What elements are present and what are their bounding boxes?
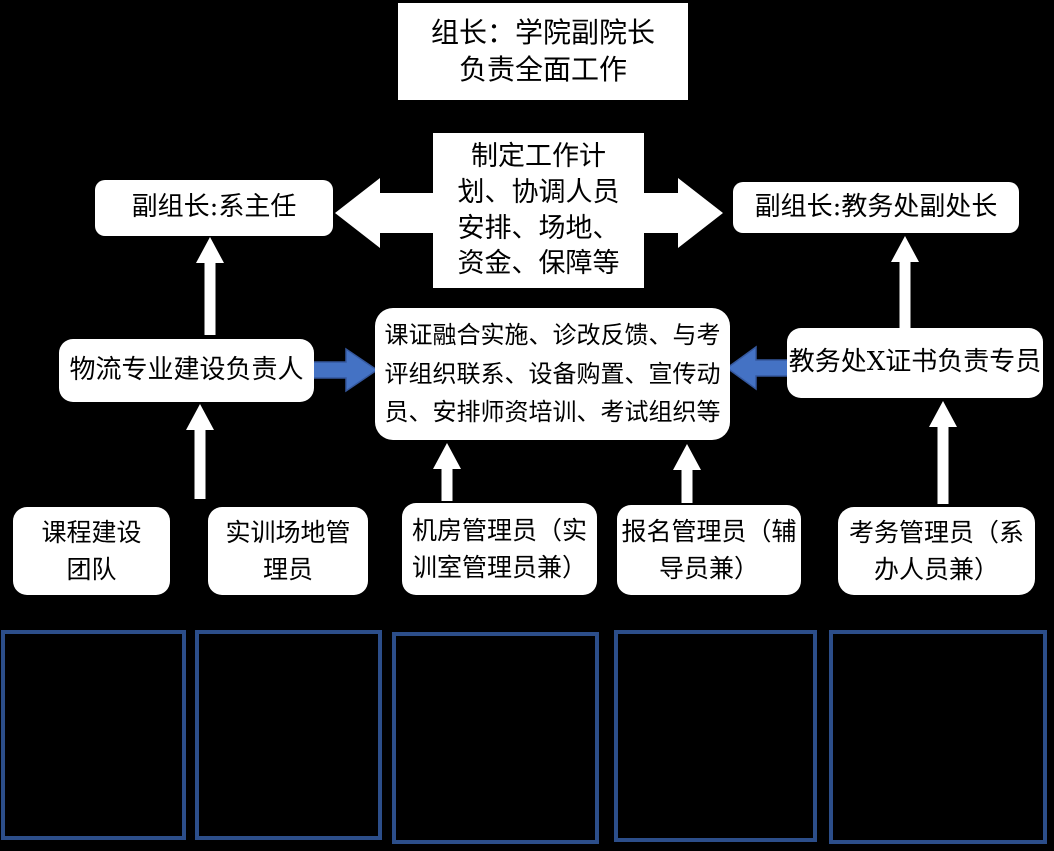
up-arrow-icon: [891, 236, 919, 330]
group-leader-box: 组长：学院副院长 负责全面工作: [398, 3, 688, 100]
exam-manager-box: 考务管理员（系 办人员兼）: [838, 507, 1035, 595]
placeholder-panel-1: [1, 630, 186, 840]
left-arrow-icon: [335, 178, 434, 248]
placeholder-panel-3: [392, 632, 599, 844]
registration-manager-box: 报名管理员（辅 导员兼）: [617, 505, 801, 595]
course-team-box: 课程建设 团队: [13, 507, 170, 595]
logistics-program-lead-box: 物流专业建设负责人: [59, 339, 314, 402]
blue-right-arrow-icon: [312, 347, 379, 393]
placeholder-panel-2: [195, 630, 382, 840]
training-field-manager-box: 实训场地管 理员: [208, 507, 368, 595]
lab-manager-box: 机房管理员（实 训室管理员兼）: [402, 503, 597, 595]
vice-leader-dept-head-box: 副组长:系主任: [95, 180, 333, 236]
placeholder-panel-5: [829, 630, 1047, 844]
work-plan-box: 制定工作计 划、协调人员 安排、场地、 资金、保障等: [433, 133, 644, 288]
blue-left-arrow-icon: [725, 345, 789, 391]
right-arrow-icon: [644, 178, 723, 248]
up-arrow-icon: [186, 404, 214, 499]
up-arrow-icon: [929, 401, 957, 504]
vice-leader-academic-office-box: 副组长:教务处副处长: [733, 182, 1019, 233]
implementation-tasks-box: 课证融合实施、诊改反馈、与考 评组织联系、设备购置、宣传动 员、安排师资培训、考…: [375, 308, 730, 440]
up-arrow-icon: [433, 443, 461, 501]
up-arrow-icon: [673, 444, 701, 503]
up-arrow-icon: [196, 237, 224, 335]
placeholder-panel-4: [614, 630, 817, 842]
certificate-specialist-box: 教务处X证书负责专员: [787, 328, 1043, 398]
